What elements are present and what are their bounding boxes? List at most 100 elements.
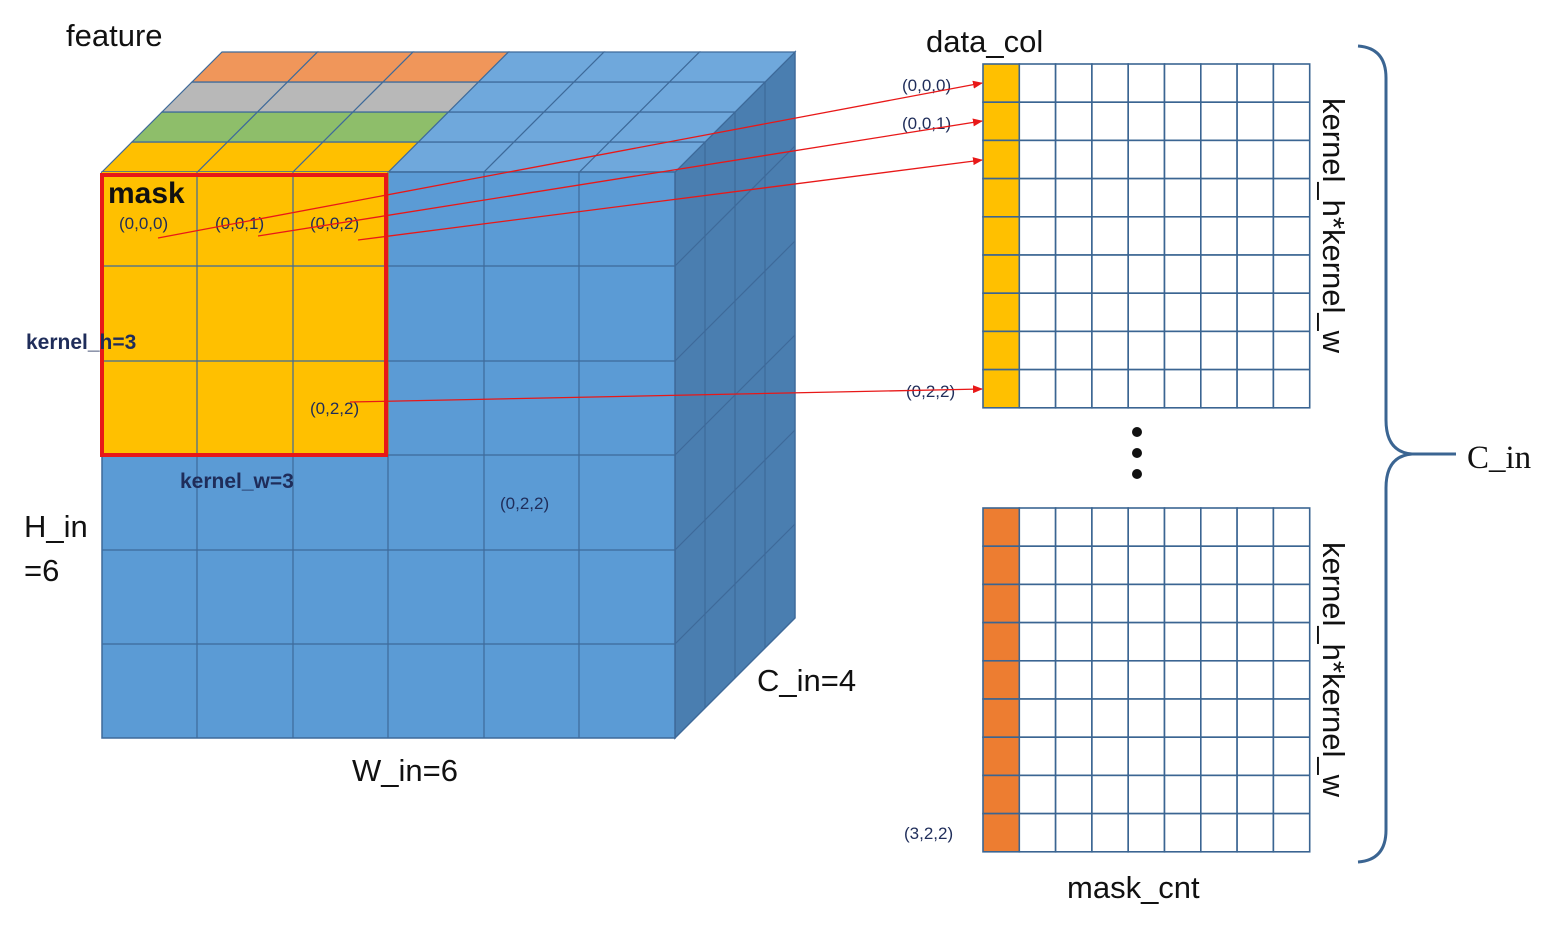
- matrix-cell: [1127, 101, 1166, 142]
- matrix-cell: [1163, 545, 1202, 586]
- matrix-cell: [1127, 330, 1166, 371]
- matrix-cell: [1200, 621, 1238, 662]
- matrix-cell: [1272, 774, 1311, 815]
- matrix-cell: [1018, 545, 1057, 586]
- matrix-cell: [1018, 330, 1057, 371]
- matrix-cell: [1054, 545, 1093, 586]
- matrix-cell: [1200, 330, 1238, 371]
- matrix-cell: [1272, 330, 1311, 371]
- matrix-cell: [1200, 812, 1238, 853]
- matrix-cell: [1054, 659, 1093, 700]
- matrix-cell: [1091, 621, 1130, 662]
- matrix-cell: [1272, 368, 1311, 409]
- matrix-cell: [1091, 736, 1130, 777]
- matrix-cell: [982, 177, 1021, 218]
- matrix-cell: [1236, 736, 1275, 777]
- matrix-cell: [1200, 177, 1238, 218]
- matrix-cell: [1236, 812, 1275, 853]
- matrix-cell: [1236, 216, 1275, 256]
- matrix-cell: [1127, 254, 1166, 295]
- cube-coord-022-face: (0,2,2): [500, 494, 549, 513]
- matrix-cell: [982, 736, 1021, 777]
- matrix-cell: [1054, 216, 1093, 256]
- h-in-label-line2: =6: [24, 553, 59, 588]
- matrix-cell: [1272, 254, 1311, 295]
- matrix-cell: [1163, 736, 1202, 777]
- matrix-cell: [1127, 736, 1166, 777]
- matrix-cell: [1091, 101, 1130, 142]
- matrix-cell: [1127, 583, 1166, 624]
- matrix-cell: [1272, 736, 1311, 777]
- matrix-cell: [1054, 368, 1093, 409]
- matrix-cell: [1091, 330, 1130, 371]
- matrix-cell: [1236, 139, 1275, 180]
- matrix-coord-322: (3,2,2): [904, 824, 953, 843]
- matrix-cell: [1200, 101, 1238, 142]
- matrix-cell: [1200, 583, 1238, 624]
- matrix-cell: [1091, 774, 1130, 815]
- matrix-cell: [1054, 583, 1093, 624]
- matrix-cell: [1236, 292, 1275, 333]
- matrix-cell: [1091, 254, 1130, 295]
- matrix-cell: [1127, 621, 1166, 662]
- matrix-cell: [1236, 368, 1275, 409]
- matrix-cell: [1018, 698, 1057, 739]
- matrix-cell: [1236, 621, 1275, 662]
- matrix-cell: [1054, 292, 1093, 333]
- matrix-cell: [982, 659, 1021, 700]
- matrix-cell: [1163, 139, 1202, 180]
- matrix-cell: [1163, 216, 1202, 256]
- arrow-022: [349, 385, 983, 403]
- matrix-cell: [1018, 774, 1057, 815]
- matrix-cell: [982, 139, 1021, 180]
- feature-label: feature: [66, 18, 163, 53]
- matrix-cell: [1018, 177, 1057, 218]
- kernel-hw-label-bottom: kernel_h*kernel_w: [1316, 542, 1351, 798]
- arrow-001: [257, 118, 983, 237]
- matrix-cell: [1127, 698, 1166, 739]
- cube-coord-001: (0,0,1): [215, 214, 264, 233]
- ellipsis-dots: [1132, 427, 1142, 479]
- matrix-cell: [1018, 139, 1057, 180]
- matrix-cell: [1127, 545, 1166, 586]
- matrix-cell: [1018, 621, 1057, 662]
- matrix-cell: [1163, 101, 1202, 142]
- matrix-cell: [1272, 621, 1311, 662]
- matrix-cell: [1272, 292, 1311, 333]
- matrix-cell: [1091, 583, 1130, 624]
- mask-border: [100, 173, 388, 457]
- matrix-cell: [1200, 545, 1238, 586]
- matrix-cell: [1163, 507, 1202, 548]
- matrix-cell: [1054, 774, 1093, 815]
- matrix-cell: [982, 545, 1021, 586]
- matrix-cell: [1054, 698, 1093, 739]
- data-col-label: data_col: [926, 24, 1043, 59]
- matrix-cell: [1163, 621, 1202, 662]
- mask-label: mask: [108, 177, 185, 210]
- matrix-cell: [1272, 63, 1311, 104]
- matrix-cell: [1018, 292, 1057, 333]
- matrix-cell: [1054, 736, 1093, 777]
- matrix-cell: [1236, 63, 1275, 104]
- matrix-cell: [1091, 216, 1130, 256]
- arrow-002: [357, 157, 983, 241]
- matrix-cell: [1163, 254, 1202, 295]
- matrix-cell: [1054, 621, 1093, 662]
- matrix-cell: [1200, 368, 1238, 409]
- matrix-cell: [1163, 177, 1202, 218]
- matrix-cell: [1272, 101, 1311, 142]
- matrix-cell: [1163, 774, 1202, 815]
- matrix-cell: [1236, 101, 1275, 142]
- matrix-cell: [982, 698, 1021, 739]
- kernel-h-label: kernel_h=3: [26, 331, 136, 354]
- matrix-cell: [1272, 216, 1311, 256]
- matrix-cell: [1054, 177, 1093, 218]
- matrix-cell: [1054, 139, 1093, 180]
- matrix-cell: [1236, 583, 1275, 624]
- matrix-cell: [1200, 254, 1238, 295]
- feature-cube: [100, 50, 797, 740]
- matrix-cell: [1200, 659, 1238, 700]
- matrix-cell: [1200, 139, 1238, 180]
- matrix-cell: [1054, 330, 1093, 371]
- matrix-cell: [982, 101, 1021, 142]
